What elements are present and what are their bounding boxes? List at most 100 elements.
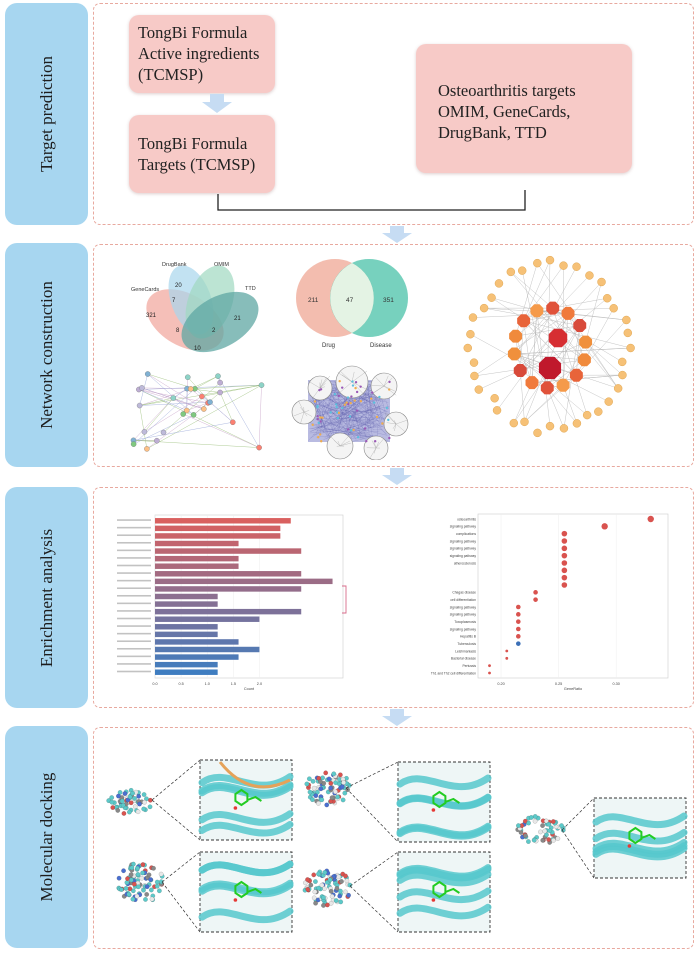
core-gene-node	[538, 356, 562, 380]
bar-category-label	[117, 602, 151, 605]
network-edge	[347, 380, 374, 425]
dot-marker	[561, 530, 568, 537]
ring-spoke	[375, 439, 384, 449]
dot-marker	[516, 619, 521, 624]
box-formula-targets-text: TongBi Formula Targets (TCMSP)	[138, 134, 256, 174]
protein-atom	[140, 862, 146, 867]
ppi-node	[144, 371, 151, 377]
network-edge	[352, 436, 373, 442]
network-node	[365, 439, 368, 443]
bar	[155, 555, 239, 562]
ligand-oxygen	[233, 898, 238, 902]
protein-atom	[321, 903, 326, 908]
network-edge	[358, 415, 362, 427]
bar	[155, 525, 281, 532]
bar-x-tick: 1.0	[205, 682, 210, 686]
ring-spoke	[340, 371, 353, 383]
hub-edge	[523, 320, 577, 376]
protein-atom	[127, 809, 132, 815]
bar-category-label	[117, 549, 151, 552]
ring-spoke	[351, 370, 368, 383]
ppi-edge	[139, 397, 174, 406]
protein-atom	[157, 888, 162, 894]
ppi-edge	[139, 401, 211, 406]
bar-category-label	[117, 625, 151, 627]
ppi-node	[190, 412, 197, 418]
dot-y-label: Hepatitis B	[460, 635, 477, 639]
network-edge	[328, 406, 390, 417]
protein-atom	[325, 902, 330, 908]
panel-enrichment-analysis	[93, 487, 694, 708]
bar	[155, 661, 218, 668]
network-edge	[371, 405, 374, 414]
ppi-node	[201, 406, 207, 412]
hub-edge	[531, 310, 538, 383]
outer-gene-node	[572, 262, 581, 271]
bar	[155, 563, 239, 569]
stage-label-network-construction: Network construction	[5, 243, 88, 467]
stage-label-text: Target prediction	[36, 55, 56, 173]
dot-y-label: complications	[456, 532, 476, 536]
protein-atom	[132, 796, 137, 801]
helix-ribbon	[592, 844, 688, 861]
ppi-network-image	[130, 371, 265, 452]
network-node	[350, 395, 353, 398]
bar-category-label	[117, 526, 151, 529]
protein-atom	[158, 871, 164, 877]
outer-gene-node	[463, 343, 472, 353]
bar-category-label	[117, 663, 151, 665]
network-edge	[366, 380, 374, 426]
network-node	[378, 395, 381, 399]
protein-atom	[551, 819, 556, 824]
bar-category-label	[117, 587, 151, 590]
network-node	[319, 416, 322, 419]
protein-atom	[109, 799, 115, 805]
hub-edge	[547, 359, 585, 389]
protein-atom	[346, 892, 351, 898]
helix-ribbon	[592, 812, 688, 829]
protein-atom	[304, 781, 310, 787]
network-node	[356, 436, 360, 439]
inner-gene-node	[556, 378, 570, 392]
network-node	[336, 416, 339, 420]
protein-atom	[328, 781, 334, 786]
ppi-edge	[144, 397, 174, 432]
protein-atom	[144, 796, 149, 802]
outer-gene-node	[492, 406, 502, 415]
network-node	[313, 400, 317, 403]
inner-gene-node	[573, 319, 587, 332]
protein-atom	[124, 880, 130, 885]
outer-gene-node	[603, 294, 612, 303]
bar	[155, 586, 302, 592]
protein-atom	[328, 785, 333, 791]
network-edge	[320, 397, 325, 434]
outer-gene-node	[474, 385, 483, 394]
protein-atom	[544, 818, 549, 824]
network-node	[341, 386, 344, 389]
bar	[155, 578, 333, 585]
protein-atom	[310, 779, 316, 784]
ligand-oxygen	[431, 808, 436, 812]
panel-target-prediction	[93, 3, 694, 225]
venn4-label-ttd: TTD	[245, 286, 256, 292]
outer-gene-node	[533, 258, 542, 268]
outer-gene-node	[559, 424, 569, 433]
protein-atom	[313, 879, 318, 884]
protein-atom	[343, 873, 348, 879]
outer-gene-node	[622, 315, 631, 325]
hub-edge	[524, 385, 564, 422]
box-formula-targets: TongBi Formula Targets (TCMSP)	[129, 115, 275, 193]
protein-atom	[148, 877, 153, 882]
ppi-edge	[217, 376, 260, 448]
bar	[155, 601, 218, 607]
helix-ribbon	[396, 870, 492, 887]
protein-atom	[126, 891, 132, 897]
network-edge	[327, 410, 371, 414]
protein-atom	[326, 776, 332, 782]
hub-edge	[547, 387, 578, 424]
zoom-line	[345, 761, 399, 789]
protein-atom	[339, 784, 345, 790]
network-node	[353, 399, 356, 402]
ring-spoke	[383, 385, 397, 396]
